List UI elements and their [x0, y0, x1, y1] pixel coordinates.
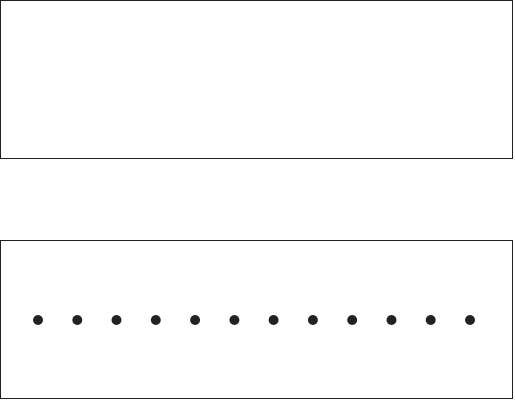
dot	[72, 315, 83, 325]
dot	[465, 315, 475, 325]
top-empty-panel	[0, 0, 513, 159]
dot	[425, 315, 436, 325]
dot	[268, 315, 279, 325]
dot-row	[33, 315, 475, 325]
dot	[150, 315, 161, 325]
dot	[229, 315, 240, 325]
dot	[307, 315, 318, 325]
dot	[386, 315, 397, 325]
dot	[33, 315, 43, 325]
dot	[111, 315, 122, 325]
dot	[347, 315, 358, 325]
bottom-dot-panel	[0, 240, 513, 399]
dot	[190, 315, 201, 325]
